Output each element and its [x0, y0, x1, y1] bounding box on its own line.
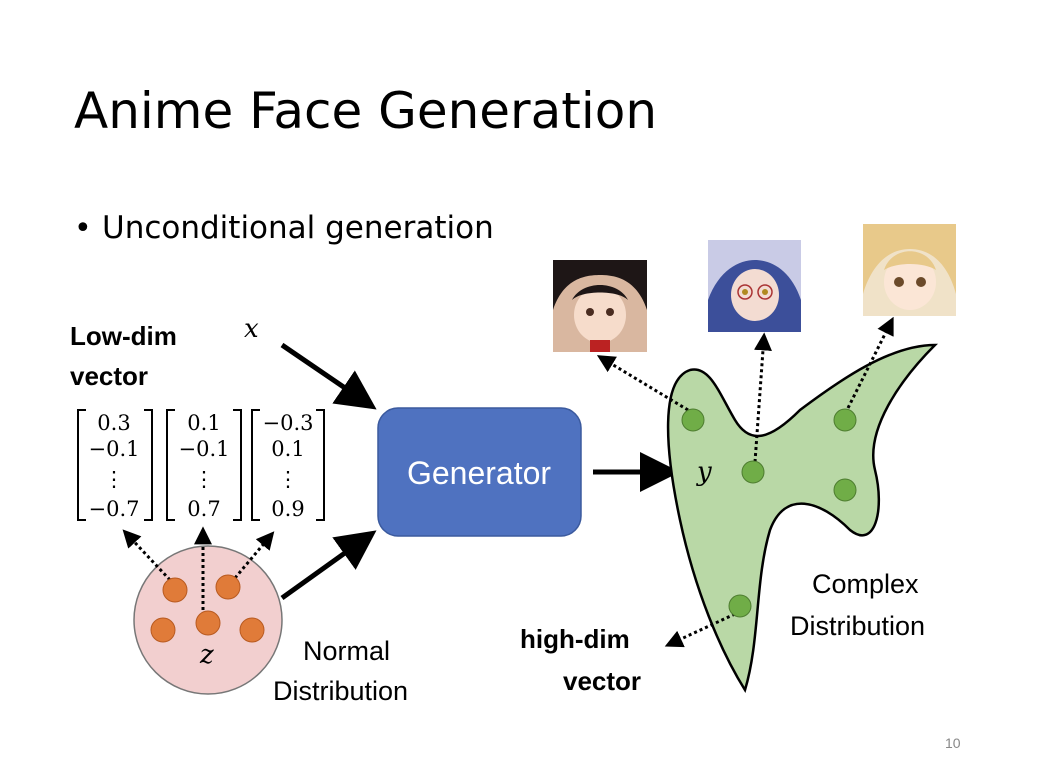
- low-dim-label-2: vector: [70, 361, 148, 391]
- z-label: z: [199, 640, 214, 670]
- vector-3-value: ⋮: [278, 467, 299, 491]
- output-arrows: [596, 316, 894, 648]
- low-dim-label-1: Low-dim: [70, 321, 177, 351]
- anime-face-image-1: [553, 260, 647, 352]
- vector-2-value: −0.1: [179, 437, 230, 461]
- sample-dot: [195, 610, 221, 636]
- input-arrows: [280, 342, 680, 601]
- anime-face-image-3: [863, 224, 956, 316]
- sample-dot: [833, 408, 857, 432]
- vector-1: 0.3 −0.1 ⋮ −0.7: [77, 409, 153, 521]
- vector-2-value: 0.1: [187, 411, 220, 435]
- normal-samples: [150, 574, 265, 643]
- sample-dot: [681, 408, 705, 432]
- y-label: y: [696, 457, 712, 487]
- anime-face-image-2: [708, 240, 801, 332]
- vector-2: 0.1 −0.1 ⋮ 0.7: [166, 409, 242, 521]
- sample-arrows: [122, 526, 275, 610]
- x-label: x: [244, 314, 259, 344]
- generator-box: [377, 407, 582, 537]
- normal-label-2: Distribution: [273, 676, 408, 706]
- slide-title: Anime Face Generation: [74, 82, 657, 140]
- complex-label-2: Distribution: [790, 611, 925, 641]
- bullet-text: Unconditional generation: [102, 210, 494, 246]
- bullet-dot: •: [74, 211, 92, 246]
- vector-2-value: 0.7: [187, 497, 220, 521]
- vector-1-value: 0.3: [97, 411, 130, 435]
- vector-1-value: −0.1: [89, 437, 140, 461]
- page-number: 10: [945, 735, 961, 751]
- generator-label: Generator: [407, 455, 551, 491]
- sample-dot: [150, 617, 176, 643]
- vector-1-value: −0.7: [89, 497, 140, 521]
- vector-2-value: ⋮: [194, 467, 215, 491]
- normal-label-1: Normal: [303, 636, 390, 666]
- vector-1-value: ⋮: [104, 467, 125, 491]
- sample-dot: [215, 574, 241, 600]
- vector-3-value: −0.3: [263, 411, 314, 435]
- vector-3: −0.3 0.1 ⋮ 0.9: [251, 409, 325, 521]
- complex-samples: [681, 408, 857, 618]
- sample-dot: [833, 478, 857, 502]
- sample-dot: [162, 577, 188, 603]
- vector-3-value: 0.1: [271, 437, 304, 461]
- complex-label-1: Complex: [812, 569, 919, 599]
- sample-dot: [728, 594, 752, 618]
- sample-dot: [741, 460, 765, 484]
- high-dim-label-2: vector: [563, 666, 641, 696]
- vector-3-value: 0.9: [271, 497, 304, 521]
- high-dim-label-1: high-dim: [520, 624, 630, 654]
- sample-dot: [239, 617, 265, 643]
